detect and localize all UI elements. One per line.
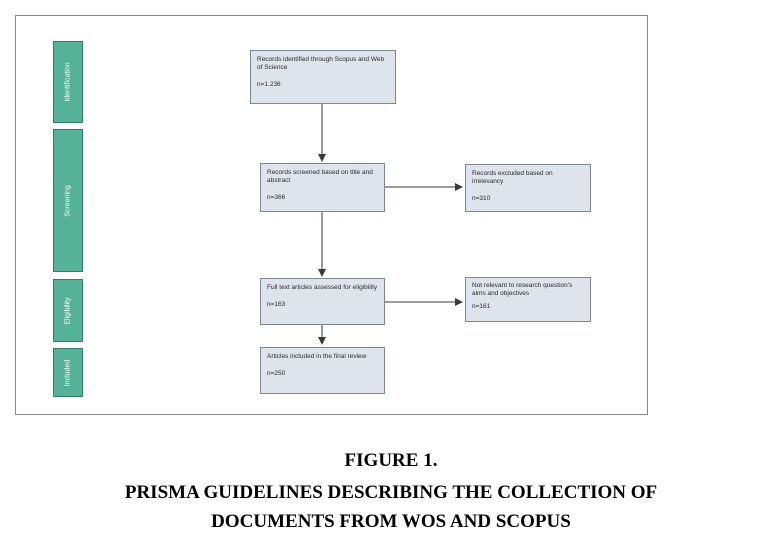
- box-fulltext-assessed-text: Full text articles assessed for eligibil…: [267, 284, 378, 291]
- box-not-relevant: Not relevant to research question's aims…: [465, 277, 591, 322]
- box-articles-included: Articles included in the final review n=…: [260, 347, 385, 394]
- phase-included: Included: [53, 348, 83, 397]
- box-articles-included-count: n=250: [267, 370, 286, 377]
- box-records-excluded-count: n=310: [472, 195, 491, 202]
- caption-line-2: DOCUMENTS FROM WOS AND SCOPUS: [211, 511, 571, 532]
- box-not-relevant-count: n=161: [472, 303, 491, 310]
- phase-eligibility: Eligibility: [53, 279, 83, 342]
- box-records-screened-count: n=366: [267, 194, 286, 201]
- phase-identification: Identification: [53, 41, 83, 123]
- phase-screening: Screening: [53, 129, 83, 272]
- box-records-screened-text: Records screened based on title and abst…: [267, 169, 373, 184]
- box-records-identified-text: Records identified through Scopus and We…: [257, 56, 385, 71]
- caption-line-1: PRISMA GUIDELINES DESCRIBING THE COLLECT…: [124, 482, 658, 503]
- box-not-relevant-text: Not relevant to research question's aims…: [472, 282, 573, 297]
- box-records-screened: Records screened based on title and abst…: [260, 163, 385, 212]
- box-records-identified-count: n=1.236: [257, 81, 281, 88]
- box-records-excluded-text: Records excluded based on irrelevancy: [472, 170, 553, 185]
- box-records-identified: Records identified through Scopus and We…: [250, 50, 396, 104]
- box-fulltext-assessed-count: n=163: [267, 301, 286, 308]
- figure-number: FIGURE 1.: [344, 450, 438, 471]
- box-records-excluded: Records excluded based on irrelevancy n=…: [465, 164, 591, 212]
- box-fulltext-assessed: Full text articles assessed for eligibil…: [260, 278, 385, 325]
- box-articles-included-text: Articles included in the final review: [267, 353, 367, 360]
